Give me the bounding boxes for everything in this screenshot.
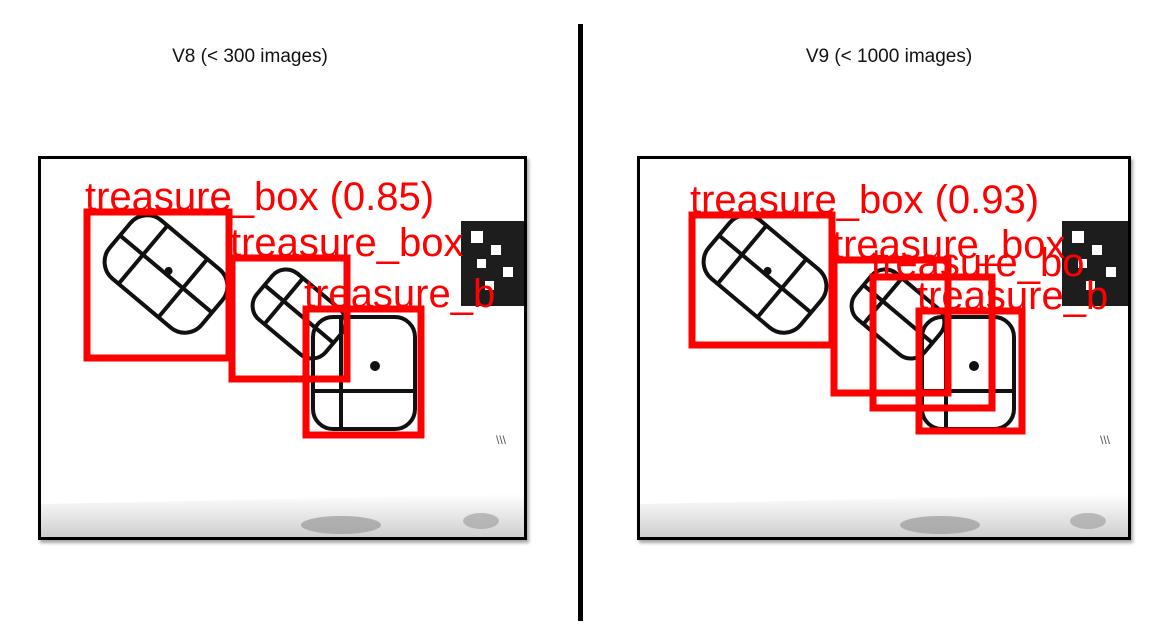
treasure-box-sketch [920,315,1016,431]
floor-smudge [900,516,980,534]
detection-image-v9: \\\ treasure_bo [640,178,1128,537]
detection-image-v8: \\\ [41,175,524,537]
treasure-box-sketch [102,213,230,335]
detection-label: treasure_bo [871,241,1084,285]
detection-panel-v8: \\\ [38,156,527,540]
treasure-box-sketch [311,315,417,431]
detection-box [228,254,351,383]
fiducial-marker [461,221,524,306]
floor-smudge [463,513,499,529]
vertical-divider [578,24,583,621]
detection-label: treasure_box [230,221,463,265]
treasure-box-sketch [701,213,829,335]
svg-text:\\\: \\\ [1100,433,1111,447]
caption-v8: V8 (< 300 images) [172,46,328,67]
floor-shadow [41,494,524,537]
fiducial-marker [1062,221,1128,306]
svg-text:\\\: \\\ [496,433,507,447]
caption-v9: V9 (< 1000 images) [805,46,973,67]
detection-panel-v9: \\\ treasure_bo [637,156,1131,540]
detection-box [869,273,996,412]
detection-box [915,307,1026,435]
treasure-box-sketch [250,267,348,361]
detection-label: treasure_box (0.93) [690,178,1039,222]
detection-label: treasure_b [304,272,495,316]
detection-box [302,305,425,439]
detection-label: treasure_box (0.85) [85,175,434,219]
floor-shadow [640,494,1128,537]
detection-label: treasure_b [917,274,1108,318]
detection-box [830,256,952,397]
floor-smudge [301,516,381,534]
detection-label: treasure_box [832,223,1065,267]
floor-smudge [1070,513,1106,529]
